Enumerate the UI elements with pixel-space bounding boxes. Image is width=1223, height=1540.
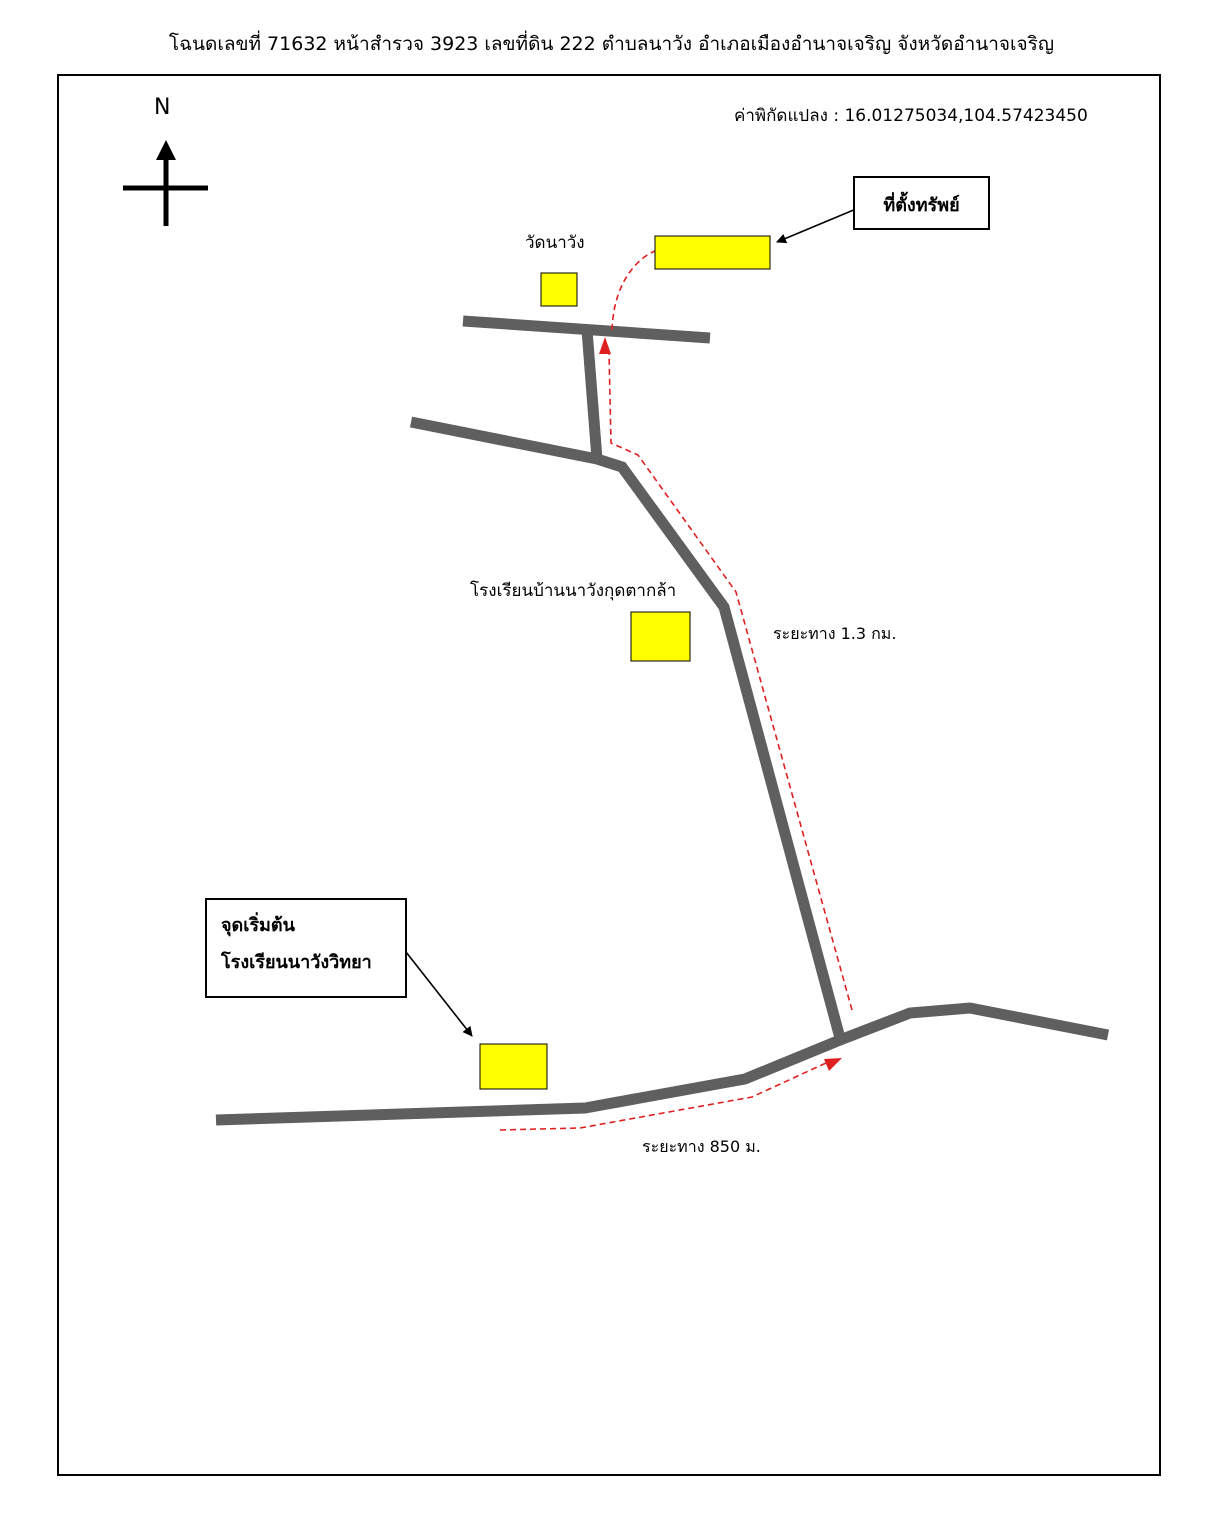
start-callout: จุดเริ่มต้น โรงเรียนนาวังวิทยา [205,898,407,998]
distance-north-label: ระยะทาง 1.3 กม. [773,624,897,643]
school-label: โรงเรียนบ้านนาวังกุดตากล้า [470,581,677,601]
road-network [215,315,1110,1126]
school-marker [630,611,691,662]
road-west-branch [409,416,599,465]
road-main-north-south [595,453,846,1040]
road-north-crossing [462,315,711,344]
map-frame [57,74,1161,1476]
property-callout: ที่ตั้งทรัพย์ [853,176,990,230]
road-connector [581,329,603,460]
road-south [215,1002,1110,1126]
route-path [499,244,853,1131]
property-marker [654,235,771,270]
start-marker [479,1043,548,1090]
start-callout-line1: จุดเริ่มต้น [221,915,295,936]
coordinates-label: ค่าพิกัดแปลง : 16.01275034,104.57423450 [734,106,1088,126]
start-callout-line2: โรงเรียนนาวังวิทยา [221,952,372,973]
property-pointer-arrow [776,208,857,244]
page-title: โฉนดเลขที่ 71632 หน้าสำรวจ 3923 เลขที่ดิ… [168,33,1055,55]
property-callout-text: ที่ตั้งทรัพย์ [883,195,960,216]
distance-south-label: ระยะทาง 850 ม. [642,1137,761,1156]
north-arrow-icon [123,140,208,226]
route-arrow-north-icon [599,337,611,354]
north-label: N [154,95,171,120]
temple-marker [540,272,578,307]
temple-label: วัดนาวัง [525,233,585,253]
route-arrow-south-icon [824,1058,842,1071]
start-pointer-arrow [405,951,473,1037]
